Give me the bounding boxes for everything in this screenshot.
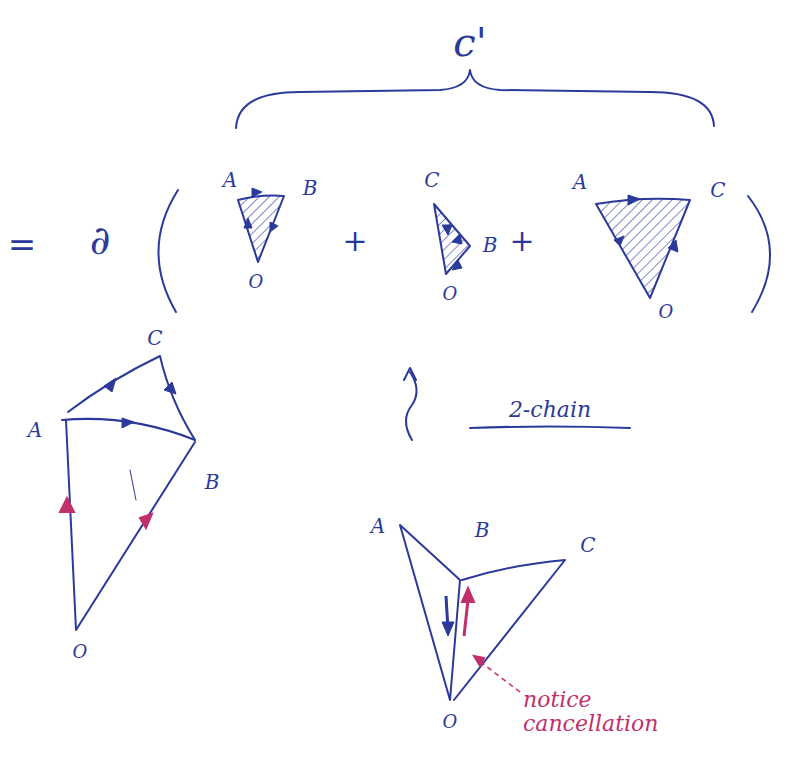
arrow-head — [668, 240, 678, 252]
plus-sign: + — [340, 224, 369, 257]
hidden-edge — [130, 470, 136, 500]
vertex-label: C — [708, 179, 727, 201]
arrow-head — [252, 188, 262, 197]
brace — [236, 70, 714, 128]
vertex-label: C — [145, 327, 164, 349]
simplex-oac — [596, 199, 690, 298]
simplex-obc-flat — [454, 560, 565, 700]
arrow-head — [244, 218, 252, 228]
arrow-head — [270, 222, 278, 232]
chain-caption: 2-chain — [507, 398, 593, 422]
arrow-head — [614, 236, 624, 246]
note: notice cancellation — [521, 688, 675, 736]
chain-name: c' — [451, 20, 488, 64]
arrow-head — [452, 260, 462, 270]
vertex-label: A — [26, 419, 44, 441]
plus-sign: + — [507, 224, 536, 257]
vertex-label: C — [422, 169, 441, 191]
edge-ab — [62, 419, 195, 440]
vertex-label: O — [247, 272, 266, 292]
simplex-oab — [238, 196, 284, 263]
arrow-head — [452, 234, 462, 244]
arrow-head — [104, 378, 116, 392]
left-paren — [158, 190, 178, 312]
right-paren — [748, 196, 770, 312]
arrow-shaft — [464, 600, 468, 636]
vertex-label: B — [481, 234, 500, 256]
vertex-label: B — [473, 519, 492, 541]
curly-arrow — [406, 372, 417, 440]
vertex-label: B — [203, 471, 222, 493]
arrow-head — [404, 368, 416, 380]
vertex-label: O — [71, 642, 90, 662]
vertex-label: A — [369, 515, 387, 537]
boundary-operator: ∂ — [88, 218, 113, 262]
arrow-head — [474, 656, 484, 666]
vertex-label: C — [578, 534, 597, 556]
cone-edges — [66, 420, 195, 630]
arrow-head — [628, 195, 640, 205]
arrow-head — [140, 514, 152, 528]
arrow-head — [60, 498, 74, 512]
arrow-head — [462, 588, 474, 602]
vertex-label: O — [441, 284, 460, 304]
vertex-label: A — [221, 169, 239, 191]
simplex-oab-flat — [400, 525, 460, 700]
arrow-head — [442, 225, 452, 235]
leader-line — [478, 660, 520, 692]
vertex-label: O — [441, 712, 460, 732]
arrow-shaft — [446, 596, 448, 630]
vertex-label: B — [301, 177, 320, 199]
simplex-ocb — [434, 204, 470, 274]
underline — [470, 427, 630, 429]
arrow-head — [122, 418, 134, 428]
arrow-head — [164, 382, 176, 394]
edge-acb — [68, 356, 195, 440]
vertex-label: A — [571, 171, 589, 193]
vertex-label: O — [657, 302, 676, 322]
equals-sign: = — [6, 226, 39, 263]
